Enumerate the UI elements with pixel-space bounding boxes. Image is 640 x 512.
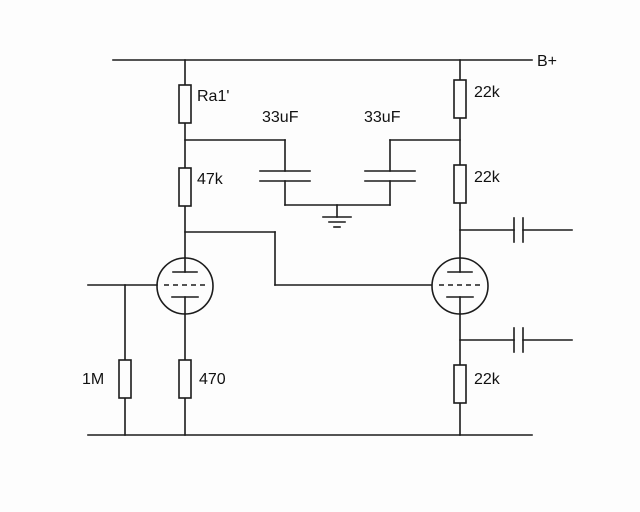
cap-left-label: 33uF [262,109,299,126]
anode-output-cap [459,217,573,243]
cap-right-label: 33uF [364,109,401,126]
resistor-ra1-label: Ra1' [197,88,229,105]
resistor-47k [178,167,192,207]
resistor-ra1 [178,84,192,124]
triode-right [431,257,489,315]
resistor-470 [178,359,192,399]
resistor-22k-mid-label: 22k [474,169,501,186]
resistor-22k-bottom [453,364,467,404]
resistor-47k-label: 47k [197,171,224,188]
ground-symbol [322,204,352,228]
triode-left [156,257,214,315]
resistor-22k-mid [453,164,467,204]
cathode-output-cap [459,327,573,353]
supply-label: B+ [537,53,557,70]
resistor-470-label: 470 [199,371,226,388]
interstage-coupling-wire [184,231,433,286]
resistor-22k-bottom-label: 22k [474,371,501,388]
resistor-1m-label: 1M [82,371,104,388]
decoupling-cap-right [364,139,461,206]
resistor-1m [118,359,132,399]
resistor-22k-top [453,79,467,119]
resistor-22k-top-label: 22k [474,84,501,101]
decoupling-cap-left [184,139,311,206]
